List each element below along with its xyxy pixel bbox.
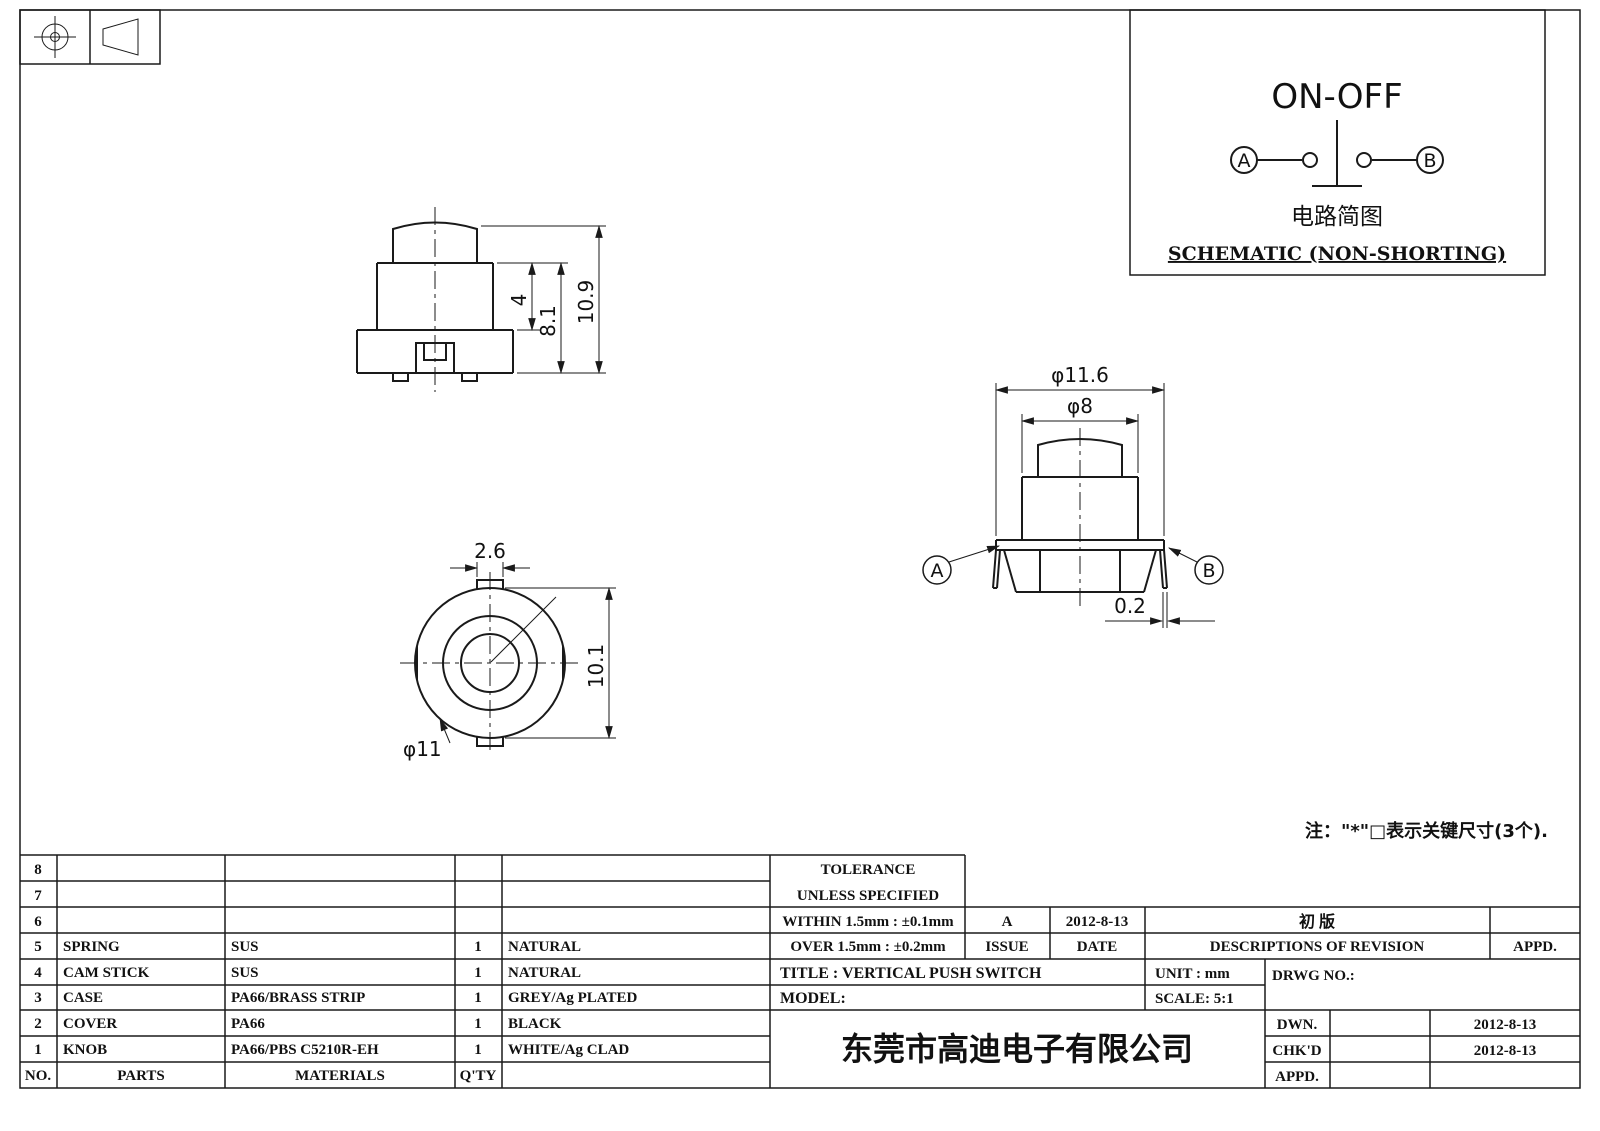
bottom-dim-diameter: φ11 (403, 737, 442, 761)
parts-row-part: CASE (63, 990, 103, 1006)
parts-row-part: KNOB (63, 1042, 107, 1058)
side-dimension-lines (922, 383, 1224, 628)
front-dimension-lines (481, 224, 606, 375)
bottom-dim-across: 10.1 (584, 644, 608, 689)
parts-row-material: PA66/PBS C5210R-EH (231, 1042, 379, 1058)
parts-row-no: 6 (34, 914, 42, 930)
appd-label: APPD. (1275, 1069, 1319, 1085)
schematic-box (1129, 9, 1546, 276)
side-terminal-a-label: A (931, 560, 944, 582)
drawing-frame (19, 9, 1581, 1089)
parts-row-no: 5 (34, 939, 42, 955)
bottom-dimension-lines (439, 562, 616, 744)
projection-cone-icon (102, 18, 139, 56)
issue-label: ISSUE (985, 939, 1028, 955)
parts-row-finish: GREY/Ag PLATED (508, 990, 637, 1006)
parts-row-no: 4 (34, 965, 42, 981)
front-dim-step: 4 (507, 294, 531, 307)
parts-row-material: SUS (231, 939, 259, 955)
front-view: 4 8.1 10.9 (356, 207, 606, 392)
revision-label: DESCRIPTIONS OF REVISION (1210, 939, 1425, 955)
parts-row-material: SUS (231, 965, 259, 981)
dwn-date: 2012-8-13 (1474, 1017, 1537, 1033)
parts-row-qty: 1 (474, 1016, 482, 1032)
schematic-panel: ON-OFF A B 电路简图 SCHEMATIC (NON-SHORTING) (1129, 9, 1546, 276)
chkd-label: CHK'D (1272, 1043, 1321, 1059)
date-label: DATE (1077, 939, 1118, 955)
parts-row-qty: 1 (474, 990, 482, 1006)
side-dim-terminal: 0.2 (1114, 594, 1146, 618)
side-terminal-b-label: B (1202, 560, 1215, 582)
side-view: φ11.6 φ8 0.2 A B (922, 363, 1224, 628)
bottom-diagonal-line (490, 596, 557, 663)
schematic-caption-en: SCHEMATIC (NON-SHORTING) (1168, 243, 1506, 265)
front-dim-total: 10.9 (574, 280, 598, 325)
parts-row-no: 1 (34, 1042, 42, 1058)
model-label: MODEL: (780, 990, 846, 1007)
bottom-outline (414, 579, 566, 747)
parts-row-material: PA66/BRASS STRIP (231, 990, 365, 1006)
parts-row-qty: 1 (474, 1042, 482, 1058)
schematic-title: ON-OFF (1271, 77, 1402, 117)
chkd-date: 2012-8-13 (1474, 1043, 1537, 1059)
unit-label: UNIT : mm (1155, 966, 1230, 982)
parts-row-finish: NATURAL (508, 965, 581, 981)
parts-row-qty: 1 (474, 939, 482, 955)
parts-row-no: 3 (34, 990, 42, 1006)
parts-row-material: PA66 (231, 1016, 265, 1032)
parts-row-no: 7 (34, 888, 42, 904)
tolerance-title: TOLERANCE (821, 862, 916, 878)
parts-header-parts: PARTS (117, 1068, 165, 1084)
date-value: 2012-8-13 (1066, 914, 1129, 930)
key-dimension-note: 注："*"□表示关键尺寸(3个). (1305, 820, 1548, 842)
title-block: 8 7 6 5 4 3 2 1 SPRING CAM STICK CASE CO… (20, 854, 1580, 1088)
scale-label: SCALE: 5:1 (1155, 991, 1234, 1007)
schematic-caption-cn: 电路简图 (1291, 204, 1383, 230)
datum-circle-icon (34, 16, 76, 58)
side-outline (992, 438, 1168, 593)
appd-header: APPD. (1513, 939, 1557, 955)
tolerance-within: WITHIN 1.5mm : ±0.1mm (782, 914, 954, 930)
parts-header-no: NO. (25, 1068, 52, 1084)
parts-row-finish: NATURAL (508, 939, 581, 955)
parts-row-qty: 1 (474, 965, 482, 981)
company-name: 东莞市高迪电子有限公司 (841, 1030, 1193, 1068)
front-outline (356, 221, 514, 382)
parts-row-finish: BLACK (508, 1016, 562, 1032)
parts-row-finish: WHITE/Ag CLAD (508, 1042, 629, 1058)
bottom-view: 2.6 10.1 φ11 (400, 539, 616, 761)
schematic-terminal-b-label: B (1423, 150, 1436, 172)
tolerance-subtitle: UNLESS SPECIFIED (797, 888, 939, 904)
projection-symbols (19, 9, 161, 65)
drwg-no-label: DRWG NO.: (1272, 968, 1355, 984)
parts-row-part: CAM STICK (63, 965, 150, 981)
parts-header-materials: MATERIALS (295, 1068, 385, 1084)
drawing-title: TITLE : VERTICAL PUSH SWITCH (780, 965, 1042, 982)
side-dim-flange: φ11.6 (1051, 363, 1109, 387)
circuit-lines (1230, 120, 1444, 187)
title-block-grid (20, 854, 1580, 1088)
front-dim-body: 8.1 (536, 305, 560, 337)
parts-row-part: COVER (63, 1016, 117, 1032)
tolerance-over: OVER 1.5mm : ±0.2mm (790, 939, 946, 955)
parts-row-no: 8 (34, 862, 42, 878)
parts-header-qty: Q'TY (460, 1068, 497, 1084)
parts-row-no: 2 (34, 1016, 42, 1032)
dwn-label: DWN. (1277, 1017, 1318, 1033)
schematic-terminal-a-label: A (1238, 150, 1251, 172)
side-dim-cover: φ8 (1067, 394, 1093, 418)
bottom-dim-tab: 2.6 (474, 539, 506, 563)
revision-value: 初 版 (1299, 912, 1335, 931)
parts-row-part: SPRING (63, 939, 120, 955)
issue-value: A (1002, 914, 1013, 930)
